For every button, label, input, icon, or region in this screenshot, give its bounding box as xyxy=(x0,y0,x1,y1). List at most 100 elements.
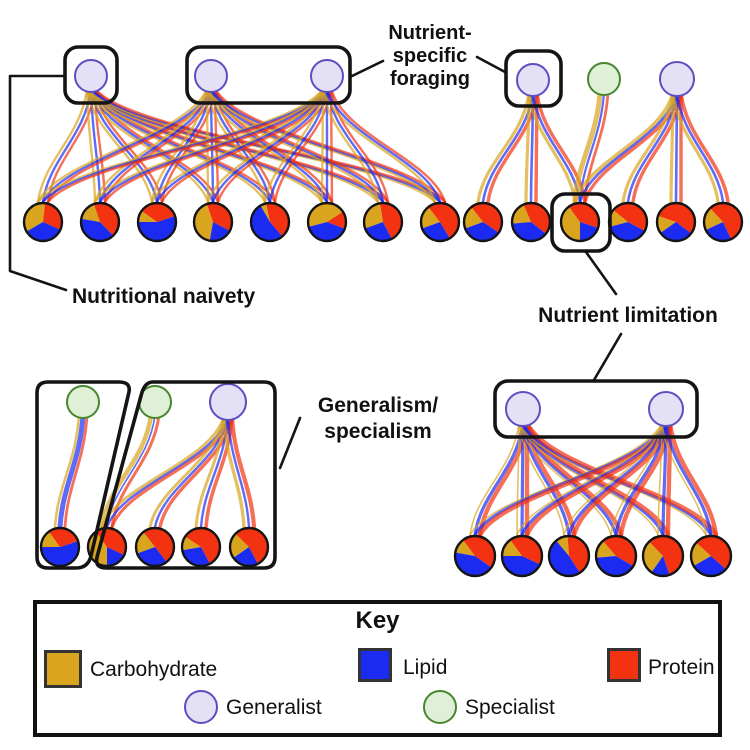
pie-slice-protein xyxy=(235,528,268,564)
pie-slice-lipid xyxy=(660,222,692,241)
pointer-line xyxy=(278,416,302,470)
pie-slice-protein xyxy=(327,211,347,229)
edge-lipid xyxy=(226,415,251,529)
resource-pie-outline xyxy=(192,201,234,243)
pie-slice-lipid xyxy=(548,540,580,577)
pie-slice-protein xyxy=(510,535,543,565)
edge-carbohydrate xyxy=(516,422,663,536)
edge-carbohydrate xyxy=(99,412,154,530)
highlight-box xyxy=(493,379,699,439)
pie-slice-protein xyxy=(567,536,590,573)
edge-carbohydrate xyxy=(194,415,226,529)
edge-carbohydrate xyxy=(53,413,81,529)
pie-slice-protein xyxy=(143,528,174,562)
resource-pie-outline xyxy=(559,201,601,243)
highlight-box xyxy=(35,380,132,570)
specialist-label: Specialist xyxy=(465,696,555,719)
carbohydrate-swatch xyxy=(44,650,82,688)
specialist-symbol xyxy=(423,690,457,724)
pie-slice-lipid xyxy=(138,216,176,241)
resource-pie-outline xyxy=(86,526,128,568)
edge-carbohydrate xyxy=(671,91,720,204)
pointer-line xyxy=(584,250,618,296)
pie-slice-carbohydrate xyxy=(182,536,201,551)
pie-slice-protein xyxy=(523,202,550,234)
edge-carbohydrate xyxy=(93,87,325,204)
label-line: specialism xyxy=(324,420,432,443)
resource-pie-outline xyxy=(362,201,404,243)
pie-slice-lipid xyxy=(502,556,541,576)
pie-slice-protein xyxy=(428,203,459,239)
edge-carbohydrate xyxy=(469,422,663,536)
generalist-node xyxy=(516,63,550,97)
pie-slice-carbohydrate xyxy=(609,210,628,227)
highlight-box xyxy=(504,49,563,108)
edge-carbohydrate xyxy=(476,91,531,204)
edge-carbohydrate xyxy=(573,91,675,204)
pie-slice-lipid xyxy=(651,556,670,577)
edge-lipid xyxy=(675,91,725,204)
edge-lipid xyxy=(325,87,442,204)
resource-pie-outline xyxy=(655,201,697,243)
generalist-node xyxy=(648,391,684,427)
pie-slice-carbohydrate xyxy=(260,203,270,222)
pie-slice-protein xyxy=(649,536,683,575)
resource-pie-outline xyxy=(228,526,270,568)
highlight-box xyxy=(63,45,119,105)
edge-carbohydrate xyxy=(93,87,209,204)
edge-carbohydrate xyxy=(320,87,325,204)
edge-carbohydrate xyxy=(205,87,210,204)
edge-lipid xyxy=(209,87,442,204)
edge-carbohydrate xyxy=(669,91,675,204)
resource-pie-outline xyxy=(594,534,638,578)
generalist-node xyxy=(310,59,344,93)
resource-pie-outline xyxy=(462,201,504,243)
protein-label: Protein xyxy=(648,656,715,679)
pie-slice-carbohydrate xyxy=(135,532,155,554)
edge-carbohydrate xyxy=(222,415,246,529)
pie-slice-carbohydrate xyxy=(704,208,723,231)
pie-slice-carbohydrate xyxy=(512,204,531,224)
edge-carbohydrate xyxy=(36,87,209,204)
pointer-line xyxy=(592,332,623,382)
resource-pie-outline xyxy=(22,201,64,243)
resource-pie-outline xyxy=(641,534,685,578)
carbohydrate-label: Carbohydrate xyxy=(90,658,218,681)
pie-slice-lipid xyxy=(26,222,61,242)
edge-carbohydrate xyxy=(206,87,325,204)
protein-swatch xyxy=(607,648,641,682)
pie-slice-lipid xyxy=(693,556,726,577)
pie-slice-lipid xyxy=(107,547,125,566)
pie-slice-carbohydrate xyxy=(596,540,616,558)
resource-pie-outline xyxy=(500,534,544,578)
resource-pie-outline xyxy=(419,201,461,243)
resource-pie-outline xyxy=(689,534,733,578)
highlight-box xyxy=(185,45,352,105)
resource-pie-outline xyxy=(453,534,497,578)
specialist-node xyxy=(66,385,100,419)
pie-slice-lipid xyxy=(137,547,167,567)
pie-slice-carbohydrate xyxy=(464,207,483,229)
pie-slice-lipid xyxy=(80,218,114,242)
label-nutrient-specific-foraging: Nutrient- specific foraging xyxy=(368,22,492,91)
edge-protein xyxy=(63,413,89,529)
edge-protein xyxy=(679,91,730,204)
key-legend: Key Carbohydrate Lipid Protein Generalis… xyxy=(33,600,722,737)
pie-slice-carbohydrate xyxy=(643,541,663,573)
pie-slice-protein xyxy=(602,536,636,567)
pie-slice-carbohydrate xyxy=(81,204,100,222)
pie-slice-lipid xyxy=(250,205,283,242)
edge-protein xyxy=(204,415,234,529)
generalist-node xyxy=(659,61,695,97)
pie-slice-carbohydrate xyxy=(556,536,569,556)
resource-pie-outline xyxy=(547,534,591,578)
label-generalism-specialism: Generalism/ specialism xyxy=(298,393,458,445)
pie-slice-protein xyxy=(206,203,232,231)
pie-slice-protein xyxy=(463,536,496,568)
pointer-line xyxy=(8,74,68,292)
generalist-node xyxy=(209,383,247,421)
generalist-node xyxy=(74,59,108,93)
pointer-line xyxy=(475,55,507,74)
highlight-box xyxy=(550,192,612,253)
